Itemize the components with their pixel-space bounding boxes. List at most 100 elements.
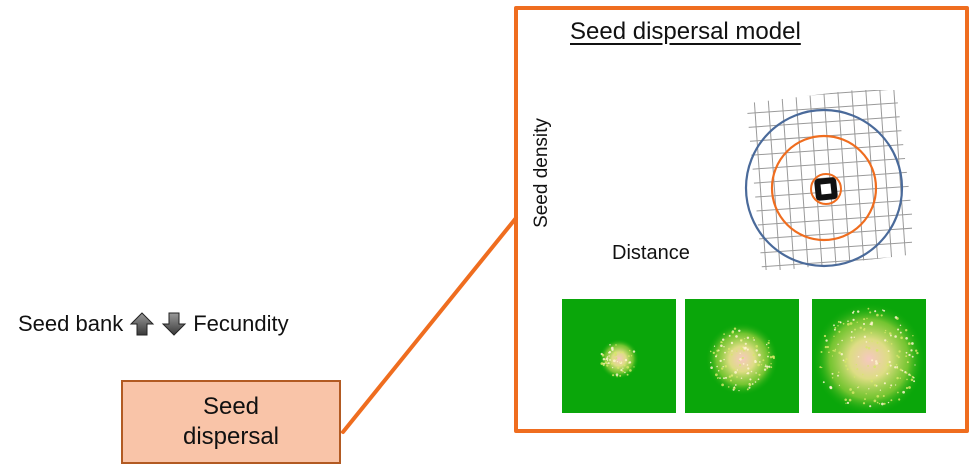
seed-speckle bbox=[879, 389, 882, 391]
seed-speckle bbox=[825, 339, 828, 342]
seed-speckle bbox=[724, 351, 726, 354]
seed-speckle bbox=[862, 322, 866, 326]
seed-speckle bbox=[730, 374, 734, 377]
seed-speckle bbox=[629, 369, 632, 372]
seed-speckle bbox=[744, 346, 747, 350]
seed-speckle bbox=[627, 355, 630, 358]
seed-speckle bbox=[743, 337, 746, 340]
seed-speckle bbox=[604, 359, 607, 361]
seed-speckle bbox=[767, 355, 769, 358]
seed-speckle bbox=[900, 336, 903, 340]
seed-speckle bbox=[613, 359, 616, 363]
seed-speckle bbox=[831, 372, 834, 375]
dispersal-tile-small bbox=[562, 299, 676, 413]
seed-speckle bbox=[621, 351, 624, 354]
seed-speckle bbox=[898, 350, 901, 353]
seed-speckle bbox=[916, 351, 919, 355]
seed-speckle bbox=[609, 358, 611, 361]
seed-speckle bbox=[867, 307, 870, 310]
seed-speckle bbox=[912, 335, 914, 337]
seed-speckle bbox=[889, 386, 892, 389]
seed-speckle bbox=[629, 349, 631, 352]
seed-speckle bbox=[615, 357, 618, 359]
seed-speckle bbox=[837, 324, 839, 327]
seed-speckle bbox=[871, 340, 873, 342]
seed-speckle bbox=[716, 349, 719, 352]
seed-speckle bbox=[898, 398, 901, 401]
seed-speckle bbox=[906, 361, 909, 364]
seed-speckle bbox=[602, 357, 606, 361]
seed-speckle bbox=[744, 342, 747, 345]
seed-speckle bbox=[754, 381, 757, 383]
seed-speckle bbox=[746, 364, 749, 366]
seed-speckle bbox=[831, 377, 834, 379]
seed-speckle bbox=[856, 321, 858, 323]
seed-speckle bbox=[730, 379, 732, 382]
inner-dispersal-ring bbox=[770, 134, 878, 242]
seed-speckle bbox=[873, 365, 877, 369]
seed-speckle bbox=[884, 331, 886, 334]
seed-speckle bbox=[846, 401, 850, 405]
seed-speckle bbox=[722, 365, 724, 368]
seed-speckle bbox=[616, 360, 619, 363]
seed-speckle bbox=[727, 386, 730, 388]
seed-speckle bbox=[905, 372, 908, 374]
seed-speckle bbox=[842, 322, 845, 325]
seed-speckle bbox=[715, 373, 718, 377]
seed-speckle bbox=[727, 351, 730, 353]
seed-speckle bbox=[757, 363, 760, 367]
seed-speckle bbox=[600, 362, 604, 365]
seed-speckle bbox=[867, 365, 869, 367]
seed-speckle bbox=[838, 384, 841, 386]
seed-speckle bbox=[850, 339, 853, 342]
seed-speckle bbox=[746, 336, 750, 340]
seed-speckle bbox=[873, 383, 877, 387]
seed-speckle bbox=[871, 359, 874, 362]
seed-speckle bbox=[738, 389, 740, 392]
seed-speckle bbox=[886, 340, 889, 343]
seed-speckle bbox=[603, 362, 606, 365]
seed-speckle bbox=[717, 377, 719, 379]
seed-speckle bbox=[607, 362, 610, 365]
seed-speckle bbox=[765, 364, 767, 366]
seed-speckle bbox=[844, 398, 847, 402]
seed-speckle bbox=[865, 341, 868, 343]
seed-speckle bbox=[770, 366, 773, 369]
seed-speckle bbox=[709, 350, 712, 353]
seed-speckle bbox=[751, 383, 754, 385]
fecundity-label: Fecundity bbox=[193, 311, 289, 336]
seed-speckle bbox=[889, 334, 892, 337]
seed-speckle bbox=[719, 359, 722, 363]
seed-speckle bbox=[832, 349, 835, 352]
seed-speckle bbox=[897, 328, 900, 331]
seed-speckle bbox=[821, 366, 823, 369]
seed-speckle bbox=[869, 405, 872, 408]
seed-speckle bbox=[828, 351, 830, 354]
seed-speckle bbox=[850, 330, 853, 333]
seed-speckle bbox=[863, 318, 866, 321]
seed-speckle bbox=[624, 358, 628, 362]
seed-speckle bbox=[909, 374, 912, 377]
seed-speckle bbox=[719, 377, 721, 379]
seed-speckle bbox=[882, 394, 885, 398]
seed-speckle bbox=[614, 354, 617, 357]
seed-speckle bbox=[767, 341, 770, 345]
seed-spread-blob bbox=[812, 302, 926, 413]
seed-speckle bbox=[908, 386, 911, 389]
seed-speckle bbox=[839, 321, 842, 324]
seed-speckle bbox=[889, 364, 892, 367]
seed-speckle bbox=[748, 386, 751, 389]
seed-speckle bbox=[882, 309, 884, 311]
seed-speckle bbox=[750, 370, 753, 373]
seed-speckle bbox=[870, 331, 873, 334]
seed-speckle bbox=[611, 348, 614, 351]
seed-speckle bbox=[857, 386, 860, 388]
seed-speckle bbox=[723, 345, 725, 348]
seed-speckle bbox=[740, 340, 742, 342]
seed-speckle bbox=[894, 335, 897, 338]
seed-speckle bbox=[831, 355, 834, 357]
seed-speckle bbox=[715, 354, 718, 356]
seed-speckle bbox=[875, 360, 878, 363]
seed-speckle bbox=[833, 324, 835, 327]
seed-speckle bbox=[897, 391, 899, 394]
